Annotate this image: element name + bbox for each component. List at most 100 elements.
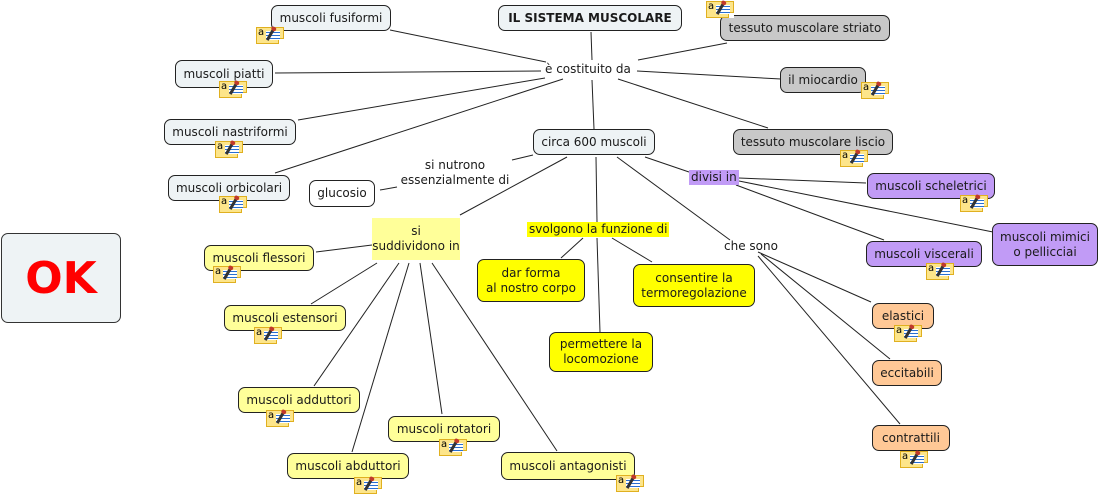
annotation-note-icon[interactable]: a [219, 81, 247, 98]
concept-contrattili[interactable]: contrattili [872, 425, 950, 451]
concept-label-line1: muscoli mimici [1000, 229, 1090, 244]
annotation-note-icon[interactable]: a [219, 196, 247, 213]
concept-forma[interactable]: dar forma al nostro corpo [477, 259, 585, 302]
connector [379, 186, 398, 191]
note-glyph: a [256, 327, 263, 338]
concept-rotatori[interactable]: muscoli rotatori [388, 416, 500, 442]
annotation-note-icon[interactable]: a [354, 477, 382, 494]
concept-scheletrici[interactable]: muscoli scheletrici [867, 173, 995, 199]
link-costituito[interactable]: è costituito da [545, 62, 631, 76]
note-glyph: a [217, 141, 224, 152]
connector [560, 237, 584, 259]
title-text: IL SISTEMA MUSCOLARE [508, 10, 672, 25]
annotation-note-icon[interactable]: a [706, 1, 734, 18]
ok-button[interactable]: OK [1, 233, 121, 323]
concept-label: elastici [881, 308, 925, 323]
concept-label: muscoli antagonisti [509, 458, 627, 473]
concept-piatti[interactable]: muscoli piatti [175, 60, 273, 88]
link-suddividono-line1: si [411, 224, 421, 238]
connector [431, 262, 558, 452]
note-glyph: a [221, 196, 228, 207]
annotation-note-icon[interactable]: a [861, 82, 889, 99]
connector [297, 77, 546, 121]
concept-circa-600[interactable]: circa 600 muscoli [533, 129, 655, 155]
connector [611, 237, 653, 263]
concept-elastici[interactable]: elastici [872, 303, 934, 329]
annotation-note-icon[interactable]: a [926, 263, 954, 280]
annotation-note-icon[interactable]: a [616, 475, 644, 492]
annotation-note-icon[interactable]: a [840, 150, 868, 167]
connector [760, 253, 891, 360]
connector [459, 156, 568, 216]
concept-title[interactable]: IL SISTEMA MUSCOLARE [498, 5, 682, 31]
note-glyph: a [928, 263, 935, 274]
concept-antagonisti[interactable]: muscoli antagonisti [501, 452, 635, 480]
connector [595, 156, 598, 223]
annotation-note-icon[interactable]: a [215, 141, 243, 158]
concept-liscio[interactable]: tessuto muscolare liscio [733, 129, 893, 155]
concept-label-line2: al nostro corpo [485, 280, 577, 295]
note-glyph: a [962, 195, 969, 206]
concept-abduttori[interactable]: muscoli abduttori [287, 453, 409, 479]
concept-label: circa 600 muscoli [541, 134, 647, 149]
concept-label: eccitabili [880, 365, 934, 380]
link-divisi[interactable]: divisi in [689, 170, 739, 185]
concept-label-line2: termoregolazione [641, 285, 747, 300]
concept-label-line2: o pellicciai [1013, 244, 1077, 259]
concept-estensori[interactable]: muscoli estensori [224, 305, 346, 331]
link-che-sono[interactable]: che sono [724, 239, 778, 253]
note-glyph: a [215, 266, 222, 277]
connector [389, 29, 547, 63]
link-nutrono-line1: si nutrono [424, 158, 486, 172]
connector [735, 184, 885, 241]
concept-striato[interactable]: tessuto muscolare striato [720, 15, 890, 41]
annotation-note-icon[interactable]: a [266, 410, 294, 427]
concept-label: muscoli fusiformi [279, 10, 383, 25]
note-glyph: a [842, 150, 849, 161]
link-suddividono-line2: suddividono in [372, 239, 460, 253]
concept-label: muscoli flessori [212, 250, 306, 265]
concept-locomozione[interactable]: permettere la locomozione [549, 332, 653, 372]
concept-label: muscoli estensori [232, 310, 338, 325]
concept-label: muscoli rotatori [396, 421, 492, 436]
concept-label: muscoli adduttori [246, 392, 352, 407]
annotation-note-icon[interactable]: a [254, 327, 282, 344]
note-glyph: a [896, 325, 903, 336]
connector [511, 154, 534, 161]
connector [313, 262, 400, 387]
concept-label-line1: dar forma [501, 265, 561, 280]
concept-label: muscoli piatti [183, 66, 265, 81]
link-funzione[interactable]: svolgono la funzione di [527, 222, 670, 237]
note-glyph: a [902, 451, 909, 462]
concept-glucosio[interactable]: glucosio [309, 180, 375, 207]
concept-mimici[interactable]: muscoli mimici o pellicciai [992, 223, 1098, 266]
connector [738, 180, 994, 233]
concept-label: muscoli viscerali [874, 246, 974, 261]
connector [590, 31, 593, 61]
connector [596, 237, 601, 333]
concept-label-line1: consentire la [655, 270, 733, 285]
note-glyph: a [441, 439, 448, 450]
concept-adduttori[interactable]: muscoli adduttori [238, 387, 360, 413]
note-glyph: a [708, 1, 715, 12]
concept-label: contrattili [882, 430, 940, 445]
annotation-note-icon[interactable]: a [213, 266, 241, 283]
ok-label: OK [25, 252, 97, 304]
annotation-note-icon[interactable]: a [256, 27, 284, 44]
concept-flessori[interactable]: muscoli flessori [204, 245, 314, 271]
connector [274, 78, 564, 174]
concept-termoregolazione[interactable]: consentire la termoregolazione [633, 264, 755, 307]
annotation-note-icon[interactable]: a [900, 451, 928, 468]
connector [757, 255, 901, 425]
concept-eccitabili[interactable]: eccitabili [872, 360, 942, 386]
annotation-note-icon[interactable]: a [960, 195, 988, 212]
annotation-note-icon[interactable]: a [439, 439, 467, 456]
link-nutrono[interactable]: si nutrono essenzialmente di [398, 158, 512, 188]
concept-viscerali[interactable]: muscoli viscerali [866, 241, 982, 267]
link-suddividono[interactable]: si suddividono in [372, 218, 460, 260]
concept-fusiformi[interactable]: muscoli fusiformi [271, 5, 391, 31]
concept-miocardio[interactable]: il miocardio [780, 67, 866, 93]
annotation-note-icon[interactable]: a [894, 325, 922, 342]
connector [274, 70, 542, 74]
note-glyph: a [258, 27, 265, 38]
